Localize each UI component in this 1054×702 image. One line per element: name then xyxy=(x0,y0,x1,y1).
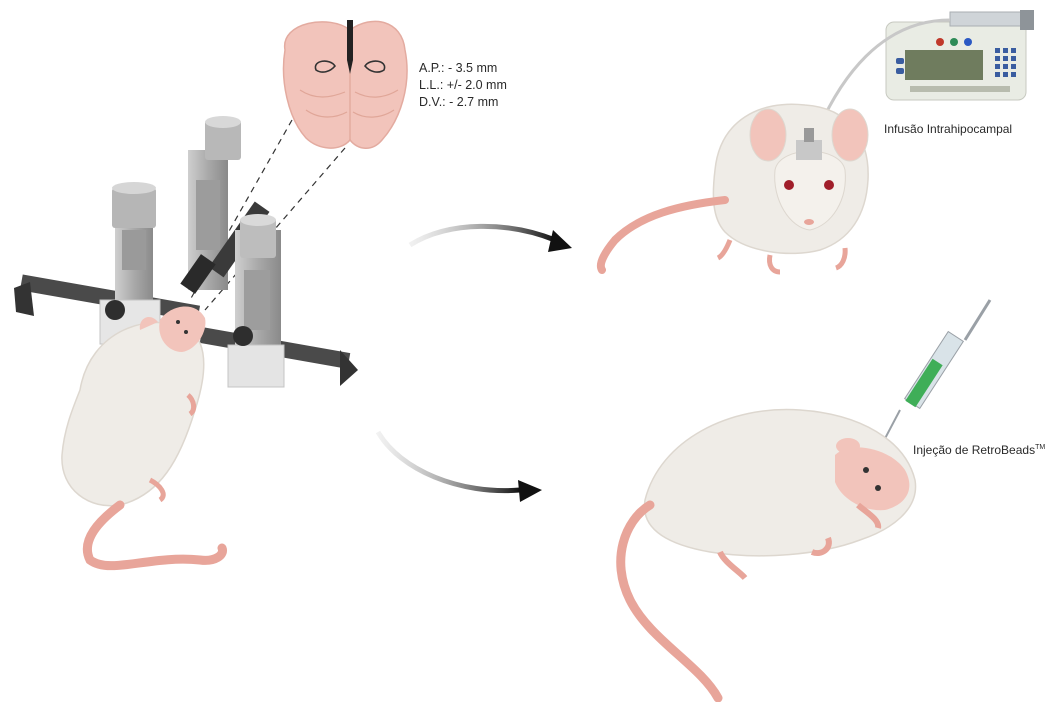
brain-icon xyxy=(284,20,407,148)
coordinate-dv: D.V.: - 2.7 mm xyxy=(419,94,507,111)
coordinate-ap: A.P.: - 3.5 mm xyxy=(419,60,507,77)
curved-arrow-icon xyxy=(378,432,542,502)
rat-icon xyxy=(62,306,223,565)
rat-icon xyxy=(621,410,916,698)
curved-arrow-icon xyxy=(410,226,572,252)
stereotaxic-coordinates: A.P.: - 3.5 mm L.L.: +/- 2.0 mm D.V.: - … xyxy=(419,60,507,111)
injection-label: Injeção de RetroBeadsTM xyxy=(913,443,1045,457)
syringe-icon xyxy=(880,300,990,448)
needle-icon xyxy=(347,20,353,60)
infusion-label: Infusão Intrahipocampal xyxy=(884,122,1012,136)
injection-label-text: Injeção de RetroBeads xyxy=(913,443,1035,457)
trademark-superscript: TM xyxy=(1035,444,1045,451)
coordinate-ll: L.L.: +/- 2.0 mm xyxy=(419,77,507,94)
rat-icon xyxy=(601,104,868,272)
